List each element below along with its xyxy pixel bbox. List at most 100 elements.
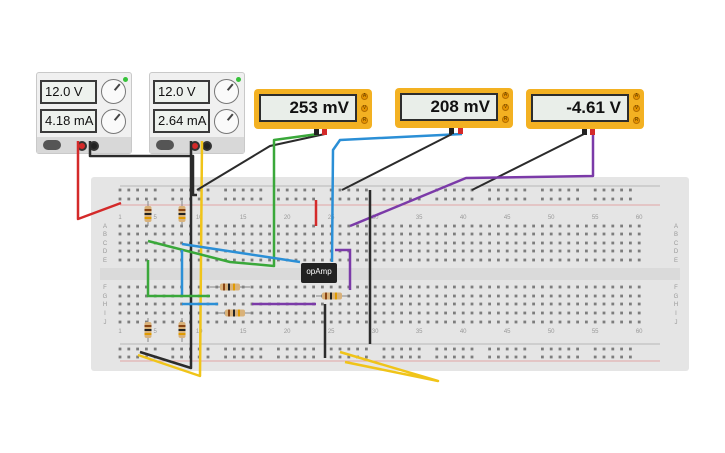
breadboard-hole[interactable] <box>400 224 403 228</box>
breadboard-hole[interactable] <box>409 355 412 359</box>
breadboard-hole[interactable] <box>312 355 315 359</box>
breadboard-hole[interactable] <box>373 320 377 324</box>
breadboard-hole[interactable] <box>250 241 254 245</box>
breadboard-hole[interactable] <box>461 258 465 262</box>
breadboard-hole[interactable] <box>488 347 491 351</box>
breadboard-hole[interactable] <box>558 294 562 298</box>
breadboard-hole[interactable] <box>233 224 236 228</box>
breadboard-hole[interactable] <box>426 294 430 298</box>
breadboard-hole[interactable] <box>391 347 395 351</box>
breadboard-hole[interactable] <box>444 311 447 315</box>
breadboard-hole[interactable] <box>356 294 359 298</box>
breadboard-hole[interactable] <box>365 355 368 359</box>
breadboard-hole[interactable] <box>417 285 421 289</box>
breadboard-hole[interactable] <box>268 285 271 289</box>
breadboard-hole[interactable] <box>259 258 263 262</box>
breadboard-hole[interactable] <box>611 249 615 253</box>
breadboard-hole[interactable] <box>303 197 307 201</box>
breadboard-hole[interactable] <box>197 188 201 192</box>
multimeter-2-ohm-button[interactable]: R <box>502 116 509 123</box>
breadboard-hole[interactable] <box>312 320 315 324</box>
multimeter-2[interactable]: 208 mV A V R <box>395 88 513 128</box>
breadboard-hole[interactable] <box>136 320 139 324</box>
multimeter-3-ohm-button[interactable]: R <box>633 117 640 124</box>
breadboard-hole[interactable] <box>488 285 491 289</box>
breadboard-hole[interactable] <box>435 224 439 228</box>
breadboard-hole[interactable] <box>365 224 368 228</box>
breadboard-hole[interactable] <box>426 258 430 262</box>
breadboard-hole[interactable] <box>400 347 403 351</box>
breadboard-hole[interactable] <box>470 241 474 245</box>
breadboard-hole[interactable] <box>567 294 571 298</box>
breadboard-hole[interactable] <box>356 197 359 201</box>
breadboard-hole[interactable] <box>541 224 544 228</box>
breadboard-hole[interactable] <box>409 241 412 245</box>
breadboard-hole[interactable] <box>356 320 359 324</box>
breadboard-hole[interactable] <box>206 355 210 359</box>
breadboard-hole[interactable] <box>558 249 562 253</box>
breadboard-hole[interactable] <box>391 311 395 315</box>
breadboard-hole[interactable] <box>312 311 315 315</box>
breadboard-hole[interactable] <box>611 294 615 298</box>
breadboard-hole[interactable] <box>444 320 447 324</box>
breadboard-hole[interactable] <box>171 347 175 351</box>
breadboard-hole[interactable] <box>329 347 333 351</box>
breadboard-hole[interactable] <box>585 320 588 324</box>
breadboard-hole[interactable] <box>180 347 183 351</box>
breadboard-hole[interactable] <box>602 294 606 298</box>
breadboard-hole[interactable] <box>576 355 579 359</box>
breadboard-hole[interactable] <box>400 249 403 253</box>
breadboard-hole[interactable] <box>233 258 236 262</box>
breadboard-hole[interactable] <box>233 241 236 245</box>
breadboard-hole[interactable] <box>259 355 263 359</box>
breadboard-hole[interactable] <box>373 249 377 253</box>
breadboard-hole[interactable] <box>532 258 535 262</box>
breadboard-hole[interactable] <box>444 232 447 236</box>
breadboard-hole[interactable] <box>523 249 527 253</box>
breadboard-hole[interactable] <box>233 188 236 192</box>
breadboard-hole[interactable] <box>514 232 518 236</box>
breadboard-hole[interactable] <box>532 320 535 324</box>
breadboard-hole[interactable] <box>558 285 562 289</box>
breadboard-hole[interactable] <box>259 224 263 228</box>
breadboard-hole[interactable] <box>505 249 509 253</box>
breadboard-hole[interactable] <box>523 302 527 306</box>
breadboard-hole[interactable] <box>373 241 377 245</box>
breadboard-hole[interactable] <box>470 232 474 236</box>
breadboard-hole[interactable] <box>488 311 491 315</box>
blue-wire-meter2[interactable] <box>330 132 463 263</box>
breadboard-hole[interactable] <box>268 224 271 228</box>
breadboard-hole[interactable] <box>602 224 606 228</box>
breadboard-hole[interactable] <box>277 311 280 315</box>
breadboard-hole[interactable] <box>444 302 447 306</box>
breadboard-hole[interactable] <box>233 320 236 324</box>
breadboard-hole[interactable] <box>356 188 359 192</box>
breadboard-hole[interactable] <box>136 347 139 351</box>
breadboard-hole[interactable] <box>541 311 544 315</box>
breadboard-hole[interactable] <box>162 302 166 306</box>
breadboard-hole[interactable] <box>505 197 509 201</box>
breadboard-hole[interactable] <box>453 285 456 289</box>
breadboard-hole[interactable] <box>259 320 263 324</box>
breadboard-hole[interactable] <box>329 320 333 324</box>
breadboard-hole[interactable] <box>409 285 412 289</box>
breadboard-hole[interactable] <box>285 188 289 192</box>
breadboard-hole[interactable] <box>197 249 201 253</box>
breadboard-hole[interactable] <box>171 188 175 192</box>
breadboard-hole[interactable] <box>127 302 131 306</box>
breadboard-hole[interactable] <box>338 197 342 201</box>
breadboard-hole[interactable] <box>453 241 456 245</box>
breadboard-hole[interactable] <box>593 285 597 289</box>
breadboard-hole[interactable] <box>523 294 527 298</box>
breadboard-hole[interactable] <box>549 320 553 324</box>
resistor-r5[interactable] <box>210 283 250 291</box>
breadboard-hole[interactable] <box>206 232 210 236</box>
breadboard-hole[interactable] <box>558 224 562 228</box>
breadboard-hole[interactable] <box>602 285 606 289</box>
breadboard-hole[interactable] <box>558 232 562 236</box>
breadboard-hole[interactable] <box>136 302 139 306</box>
breadboard-hole[interactable] <box>523 285 527 289</box>
green-wire-meter1[interactable] <box>147 132 319 268</box>
breadboard-hole[interactable] <box>356 232 359 236</box>
breadboard-hole[interactable] <box>356 224 359 228</box>
